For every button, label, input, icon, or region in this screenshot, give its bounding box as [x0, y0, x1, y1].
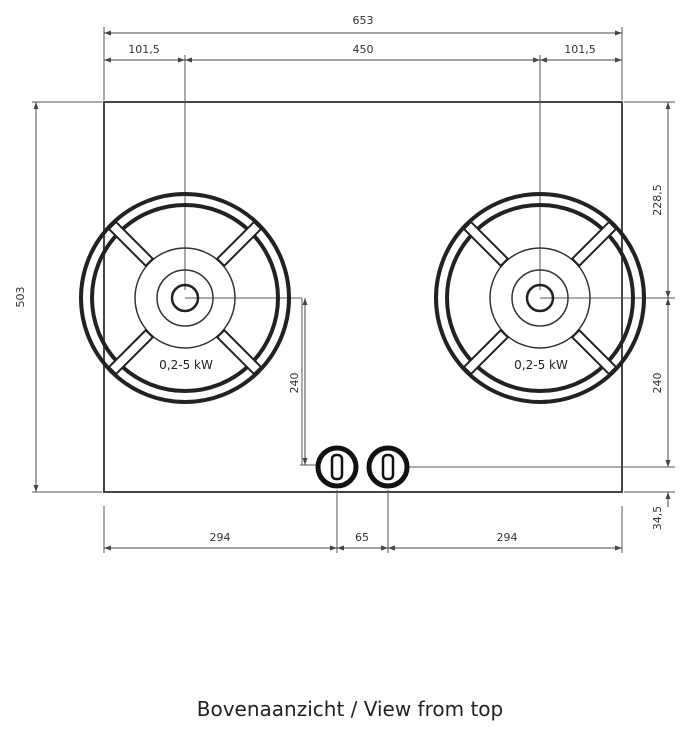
dim-label-left-burner-to-knob: 240: [288, 373, 301, 394]
right-burner-power-label: 0,2-5 kW: [514, 358, 568, 372]
left-control-knob: [315, 445, 359, 489]
dim-label-right-to-knob: 294: [497, 531, 518, 544]
right-burner: 0,2-5 kW: [434, 192, 646, 404]
dim-label-total-depth: 503: [14, 287, 27, 308]
dim-label-knob-spacing: 65: [355, 531, 369, 544]
left-burner-pan-support-inner-ring: [90, 203, 280, 393]
dim-label-total-width: 653: [353, 14, 374, 27]
dim-label-right-offset: 101,5: [564, 43, 596, 56]
dimension-lines: [33, 30, 671, 551]
left-burner-pan-support-outer-ring: [79, 192, 291, 404]
right-burner-flame-ring: [489, 247, 591, 349]
right-burner-cap-ring: [511, 269, 569, 327]
extension-lines: [32, 27, 675, 553]
hob-outline: [103, 101, 623, 493]
left-burner-cap-ring: [156, 269, 214, 327]
right-burner-cap: [525, 283, 555, 313]
right-control-knob: [366, 445, 410, 489]
dim-label-knob-to-edge: 34,5: [651, 506, 664, 531]
dim-label-left-offset: 101,5: [128, 43, 160, 56]
dim-label-top-to-burner: 228,5: [651, 184, 664, 216]
right-burner-pan-support-arms: [462, 220, 618, 376]
left-burner-flame-ring: [134, 247, 236, 349]
left-burner-cap: [170, 283, 200, 313]
dim-label-left-to-knob: 294: [210, 531, 231, 544]
left-burner-power-label: 0,2-5 kW: [159, 358, 213, 372]
left-burner-pan-support-arms: [107, 220, 263, 376]
right-burner-pan-support-outer-ring: [434, 192, 646, 404]
dim-label-right-burner-to-knob: 240: [651, 373, 664, 394]
right-burner-pan-support-inner-ring: [445, 203, 635, 393]
drawing-caption: Bovenaanzicht / View from top: [196, 697, 504, 721]
left-burner: 0,2-5 kW: [79, 192, 291, 404]
dim-label-burner-spacing: 450: [353, 43, 374, 56]
